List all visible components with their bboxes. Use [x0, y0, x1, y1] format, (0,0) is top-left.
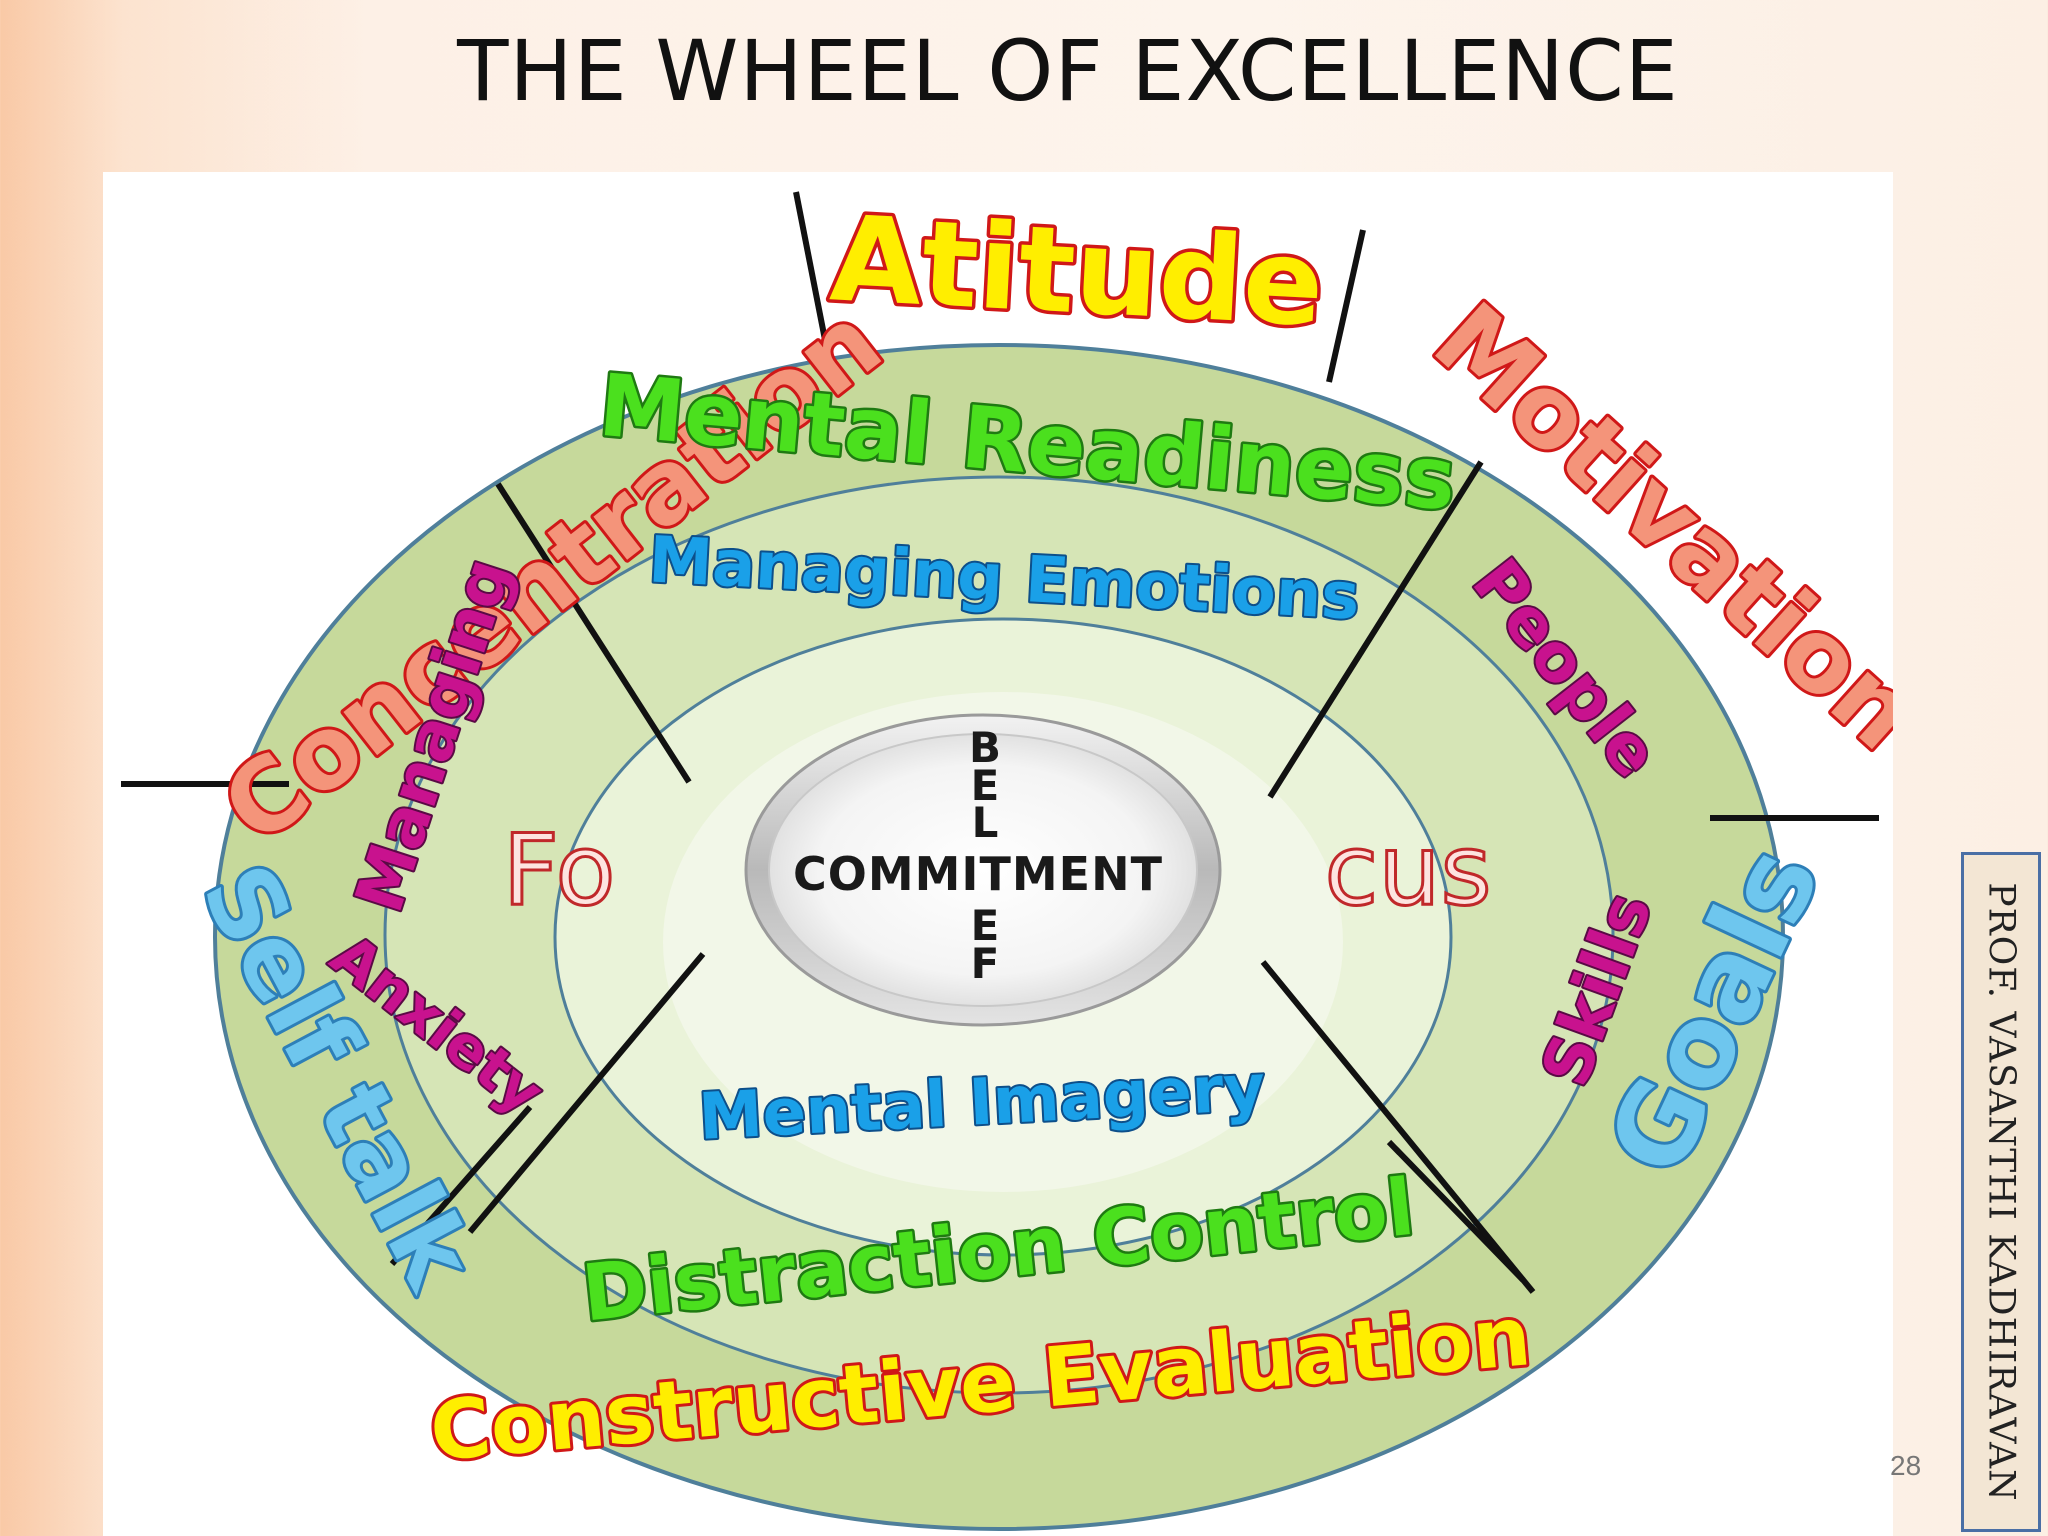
label-focus-right: cus — [1324, 814, 1491, 928]
wheel-diagram: Atitude Concentration Motivation Self ta… — [121, 186, 1893, 1531]
divider-outer-top-right — [1326, 229, 1366, 383]
divider-outer-bottom-left — [389, 1105, 533, 1266]
belief-letter: F — [971, 939, 1000, 988]
page-number: 28 — [1890, 1450, 1922, 1481]
slide-title: THE WHEEL OF EXCELLENCE — [457, 22, 1679, 120]
belief-letter: E — [971, 901, 1000, 950]
divider-mid-bottom-left — [467, 952, 706, 1234]
author-name: PROF. VASANTHI KADHIRAVAN — [1980, 882, 2022, 1502]
center-ellipse — [768, 733, 1198, 1007]
wheel-diagram-panel: Atitude Concentration Motivation Self ta… — [103, 172, 1893, 1536]
divider-mid-top-left — [495, 482, 692, 784]
divider-mid-top-right — [1267, 460, 1484, 799]
divider-outer-top-left — [793, 191, 830, 351]
belief-letter: B — [969, 723, 1001, 772]
label-commitment: COMMITMENT — [793, 847, 1163, 901]
belief-letter: E — [971, 761, 1000, 810]
label-atitude: Atitude — [827, 189, 1327, 353]
belief-letter: L — [972, 798, 999, 847]
divider-mid-bottom-right — [1260, 960, 1536, 1294]
label-focus-left: Fo — [503, 814, 616, 928]
author-credit-box: PROF. VASANTHI KADHIRAVAN — [1961, 852, 2041, 1532]
